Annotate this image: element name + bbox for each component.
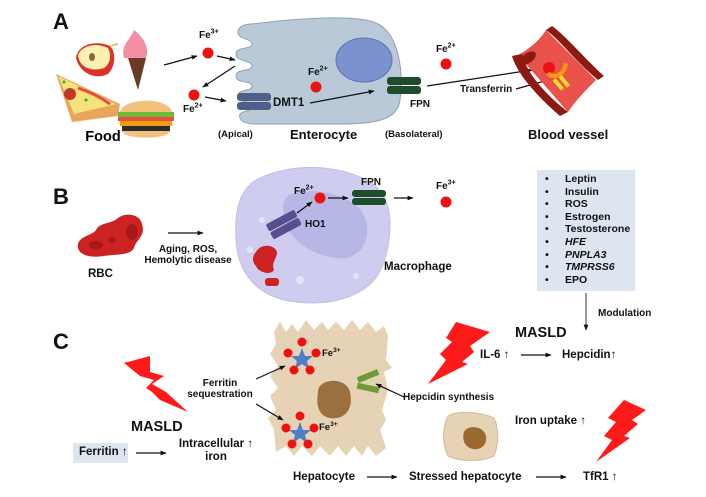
- arrow-food-to-fe3: [163, 55, 198, 66]
- fe3-label-ferritin-top: Fe3+: [322, 346, 341, 359]
- fe2-label-cytosol: Fe2+: [308, 65, 328, 78]
- arrow-fpn-to-vessel: [426, 68, 533, 87]
- fe3-ion-macrophage: [440, 196, 452, 208]
- fe3-label-macrophage: Fe3+: [436, 179, 456, 192]
- macrophage-cell: [235, 167, 391, 304]
- modulator-item: Leptin: [545, 173, 635, 186]
- ferritin-box: [73, 443, 128, 463]
- modulation-label: Modulation: [598, 308, 652, 319]
- arrow-sequestration-top: [255, 365, 286, 380]
- fe2-label-macrophage: Fe2+: [294, 184, 314, 197]
- modulator-item: HFE: [545, 236, 635, 249]
- ferritin-sequestration-label: Ferritin sequestration: [187, 378, 253, 400]
- blood-vessel: [512, 26, 604, 116]
- engulfed-rbc: [253, 245, 279, 286]
- pizza-icon: [56, 74, 120, 122]
- fpn-label-b: FPN: [361, 177, 381, 188]
- modulator-item: TMPRSS6: [545, 261, 635, 274]
- fpn-macrophage: [352, 190, 386, 205]
- panel-label-c: C: [53, 329, 69, 354]
- enterocyte-cell: [235, 17, 402, 125]
- hepcidin-molecules: [356, 369, 380, 394]
- ferritin-label: Ferritin ↑: [79, 446, 128, 458]
- ferritin-complex-top: [283, 337, 321, 375]
- fe2-label-blood: Fe2+: [436, 42, 456, 55]
- up-arrow-icon: ↑: [580, 415, 586, 427]
- iron-in-vessel: [543, 62, 555, 74]
- arrow-reduction: [202, 65, 236, 88]
- up-arrow-icon: ↑: [247, 438, 254, 450]
- hepatocyte-cell: [268, 320, 392, 456]
- macrophage-label: Macrophage: [384, 261, 452, 273]
- blood-vessel-label: Blood vessel: [528, 127, 609, 142]
- fe2-label-apical: Fe2+: [183, 102, 203, 115]
- modulators-list: Leptin Insulin ROS Estrogen Testosterone…: [537, 170, 635, 286]
- enterocyte-label: Enterocyte: [290, 127, 358, 142]
- transferrin-receptor: [546, 63, 568, 79]
- up-arrow-icon: ↑: [503, 349, 510, 361]
- up-arrow-icon: ↑: [611, 471, 618, 483]
- arrow-sequestration-bottom: [255, 403, 284, 421]
- hepcidin-label: Hepcidin↑: [562, 349, 617, 361]
- hepcidin-modulators-box: Leptin Insulin ROS Estrogen Testosterone…: [537, 170, 635, 291]
- hepatocyte-nucleus: [317, 380, 351, 419]
- ice-cream-icon: [123, 30, 148, 90]
- fe2-ion-macrophage: [314, 192, 326, 204]
- masld-label-right: MASLD: [515, 325, 567, 341]
- lightning-icon-right: [596, 400, 646, 462]
- arrow-ho1-to-fe2: [296, 201, 313, 214]
- transferrin-label: Transferrin: [460, 84, 513, 95]
- fe3-label-a: Fe3+: [199, 28, 219, 41]
- fpn-label-a: FPN: [410, 99, 430, 110]
- modulator-item: Estrogen: [545, 211, 635, 224]
- arrow-fe2-to-dmt1: [204, 96, 227, 103]
- hemolysis-causes-label: Aging, ROS, Hemolytic disease: [144, 244, 232, 266]
- masld-label-left: MASLD: [131, 419, 183, 435]
- arrow-hepcidin-synthesis: [375, 383, 405, 398]
- hepcidin-synthesis-label: Hepcidin synthesis: [403, 392, 495, 403]
- fe2-ion-cytosol: [310, 81, 322, 93]
- intracellular-iron-label: Intracellular ↑ iron: [178, 438, 254, 463]
- apical-label: (Apical): [218, 129, 253, 140]
- il6-label: IL-6 ↑: [480, 349, 510, 361]
- dmt1-label: DMT1: [273, 97, 305, 109]
- burger-icon: [118, 100, 174, 138]
- food-label: Food: [85, 129, 120, 145]
- fe2-ion-blood: [440, 58, 452, 70]
- modulator-item: EPO: [545, 274, 635, 287]
- arrow-fe3-to-cell: [216, 55, 236, 62]
- modulator-item: ROS: [545, 198, 635, 211]
- ho1-label: HO1: [305, 219, 326, 230]
- lightning-icon-middle: [428, 322, 490, 384]
- panel-label-a: A: [53, 9, 69, 34]
- arrow-dmt1-to-fpn: [309, 89, 375, 104]
- lightning-icon-left: [124, 356, 188, 412]
- basolateral-label: (Basolateral): [385, 129, 443, 140]
- iron-uptake-label: Iron uptake ↑: [515, 415, 586, 427]
- tfr1-label: TfR1 ↑: [583, 471, 618, 483]
- food-illustration: [56, 30, 174, 138]
- panel-label-b: B: [53, 184, 69, 209]
- fe2-ion-apical: [188, 89, 200, 101]
- up-arrow-icon: ↑: [610, 349, 617, 361]
- stressed-hepatocyte-cell: [443, 411, 499, 461]
- modulator-item: Testosterone: [545, 223, 635, 236]
- fe3-label-ferritin-bottom: Fe3+: [319, 420, 338, 433]
- dmt1-transporter: [237, 93, 271, 110]
- hepatocyte-label: Hepatocyte: [293, 471, 355, 483]
- ho1-enzyme: [266, 210, 302, 239]
- modulator-item: Insulin: [545, 186, 635, 199]
- apple-icon: [76, 43, 119, 77]
- ferritin-complex-bottom: [281, 411, 319, 449]
- fe3-ion: [202, 47, 214, 59]
- modulator-item: PNPLA3: [545, 249, 635, 262]
- fpn-transporter: [387, 77, 421, 94]
- up-arrow-icon: ↑: [121, 446, 128, 458]
- rbc-cluster: [77, 214, 143, 257]
- stressed-hepatocyte-label: Stressed hepatocyte: [409, 471, 522, 483]
- rbc-label: RBC: [88, 268, 113, 280]
- enterocyte-nucleus: [335, 37, 393, 83]
